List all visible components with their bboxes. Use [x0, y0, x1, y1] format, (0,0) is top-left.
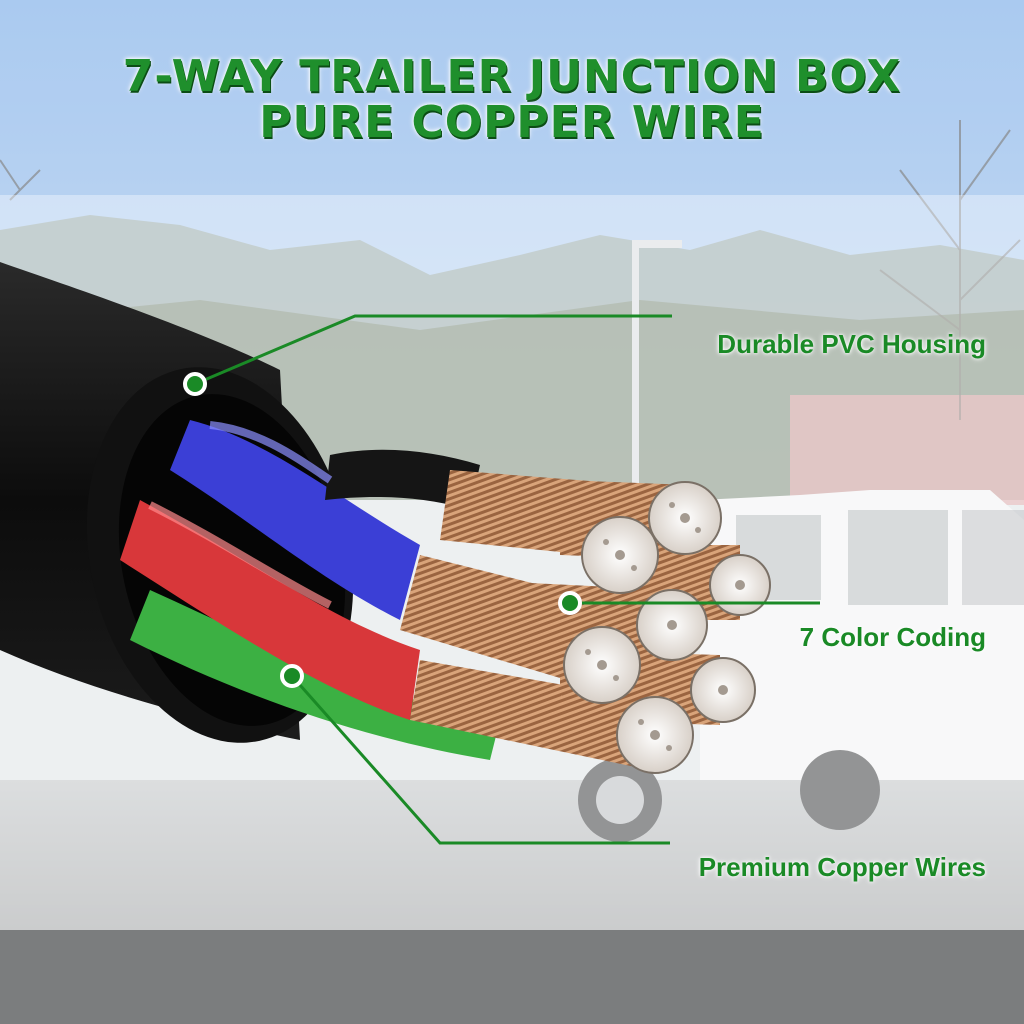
headline-line-2: PURE COPPER WIRE — [259, 97, 765, 148]
callout-leaders — [194, 314, 820, 845]
strand-dots — [585, 502, 745, 751]
color-coded-wires — [120, 420, 500, 760]
headline-line-1: 7-WAY TRAILER JUNCTION BOX — [122, 51, 902, 102]
copper-wire-bundles — [400, 470, 771, 774]
callout-dots — [183, 372, 582, 688]
callout-color-coding: 7 Color Coding — [799, 622, 986, 652]
callout-pvc-housing: Durable PVC Housing — [717, 329, 986, 359]
callout-copper-wires: Premium Copper Wires — [698, 852, 986, 882]
wire-end-caps — [563, 481, 771, 774]
